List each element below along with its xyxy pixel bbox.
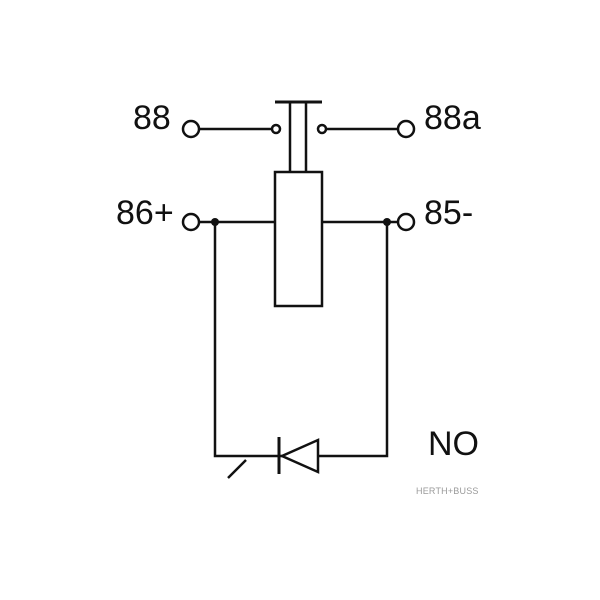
terminal-86: [181, 212, 201, 232]
terminal-88a: [396, 119, 416, 139]
terminal-88: [181, 119, 201, 139]
label-contact-type: NO: [428, 425, 479, 463]
zener-diode-icon: [278, 438, 320, 474]
label-terminal-85: 85-: [424, 194, 473, 232]
zener-diode-bend: [227, 459, 247, 479]
label-terminal-88: 88: [133, 99, 171, 137]
contact-point-88: [270, 123, 282, 135]
watermark-logo: HERTH+BUSS: [416, 486, 479, 496]
contact-point-88a: [316, 123, 328, 135]
label-terminal-88a: 88a: [424, 99, 481, 137]
diode-loop-wire: [213, 222, 389, 458]
relay-coil: [273, 170, 324, 308]
label-terminal-86: 86+: [116, 194, 174, 232]
terminal-85: [396, 212, 416, 232]
